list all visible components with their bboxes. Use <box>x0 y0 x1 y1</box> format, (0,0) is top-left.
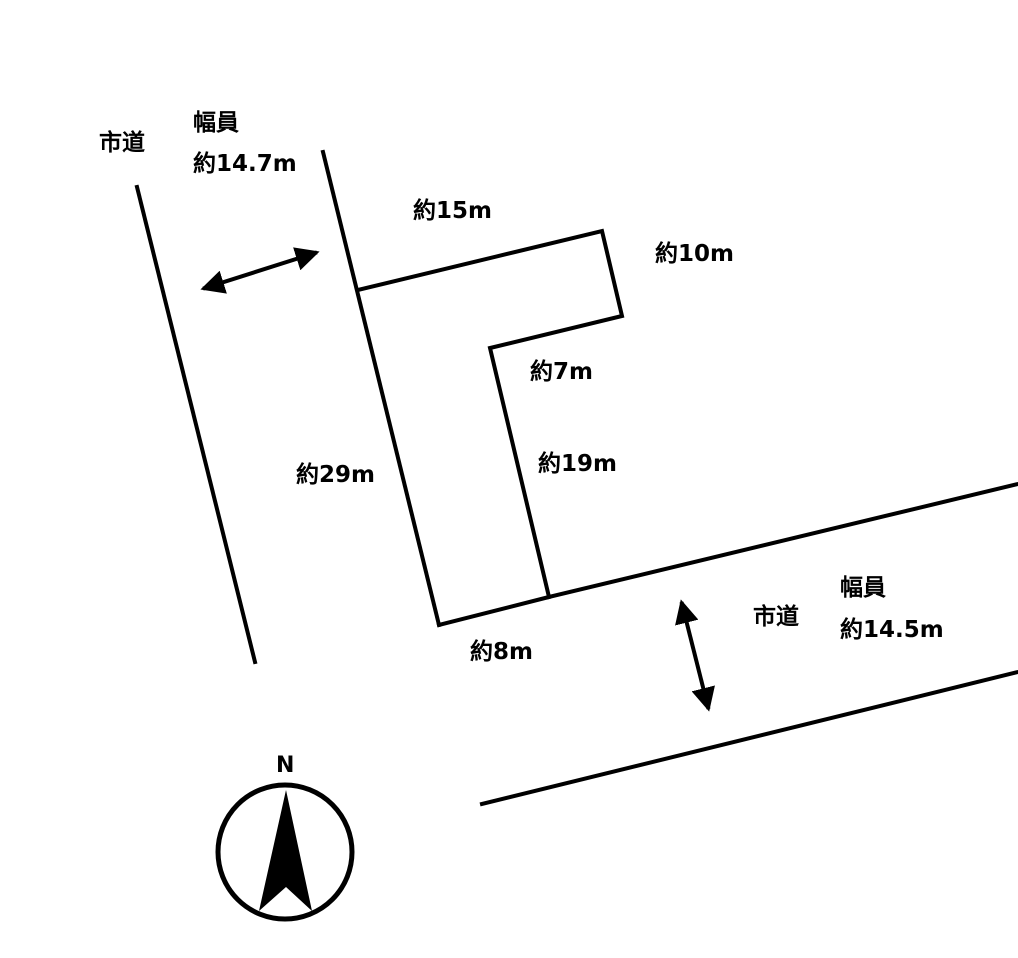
south-side-length: 約8m <box>470 639 533 665</box>
west-road-width-arrow <box>200 247 320 294</box>
west-road-edge-plot-side <box>320 149 442 628</box>
south-road-edge <box>479 669 1018 807</box>
south-road-edge-plot-side <box>546 481 1018 600</box>
compass-north-label: N <box>276 753 295 778</box>
west-road-width: 約14.7m <box>193 151 297 177</box>
west-side-length: 約29m <box>296 462 375 488</box>
east-side-length: 約10m <box>655 241 734 267</box>
south-road-width-title: 幅員 <box>840 575 886 601</box>
west-road-width-title: 幅員 <box>193 110 239 136</box>
inner-long-side-length: 約19m <box>538 451 617 477</box>
inner-side-length: 約7m <box>530 359 593 385</box>
west-road-label: 市道 <box>99 130 145 156</box>
compass-icon <box>215 782 355 922</box>
south-road-width: 約14.5m <box>840 617 944 643</box>
west-road-edge <box>134 184 258 665</box>
south-road-width-arrow <box>675 599 715 712</box>
plot-boundary <box>355 228 625 628</box>
south-road-label: 市道 <box>753 604 799 630</box>
north-side-length: 約15m <box>413 198 492 224</box>
